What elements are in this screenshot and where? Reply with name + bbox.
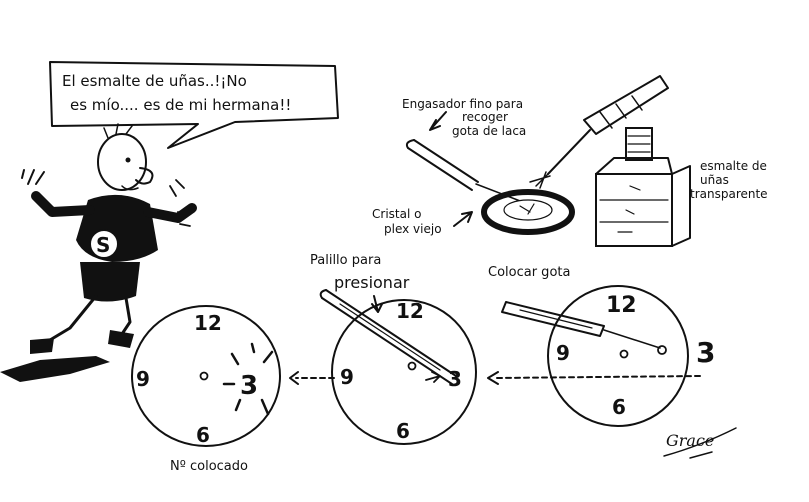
dial1-six: 6 xyxy=(196,423,210,447)
dial-colocar-gota: 12 9 6 xyxy=(547,285,689,427)
running-man: S xyxy=(0,123,197,382)
label-colocar-gota: Colocar gota xyxy=(488,265,570,280)
nail-polish-brush xyxy=(529,75,669,189)
glass-plate xyxy=(481,189,575,235)
arrow-cristal xyxy=(453,211,473,227)
label-palillo-1: Palillo para xyxy=(310,253,381,268)
man-shorts xyxy=(80,262,140,302)
toothpick xyxy=(319,289,457,385)
label-engarzador-2: recoger xyxy=(462,110,508,124)
speech-bubble: El esmalte de uñas..!¡No es mío.... es d… xyxy=(49,61,339,149)
label-engarzador-1: Engasador fino para xyxy=(402,97,523,111)
esmalte-label: esmalte de uñas transparente xyxy=(690,159,768,201)
man-hair xyxy=(103,123,133,139)
dial2-three: 3 xyxy=(448,367,462,391)
arrow-palillo xyxy=(371,295,383,313)
dial-presionar: 12 9 6 3 xyxy=(331,299,477,445)
engarzador-label: Engasador fino para recoger gota de laca xyxy=(402,97,526,138)
man-head xyxy=(97,133,147,191)
dial1-twelve: 12 xyxy=(194,311,222,335)
dial3-nine: 9 xyxy=(556,341,570,365)
nail-polish-bottle xyxy=(595,127,691,247)
man-nose xyxy=(135,167,154,185)
label-engarzador-3: gota de laca xyxy=(452,124,526,138)
label-colocado: Nº colocado xyxy=(170,459,248,474)
dial2-twelve: 12 xyxy=(396,299,424,323)
dial1-nine: 9 xyxy=(136,367,150,391)
ground-shadow xyxy=(0,356,110,382)
speech-line-1: El esmalte de uñas..!¡No xyxy=(62,72,247,90)
shirt-letter: S xyxy=(96,233,110,257)
man-left-arm xyxy=(31,191,95,217)
man-shirt xyxy=(76,194,158,262)
signature-text: Grace xyxy=(666,431,714,450)
dial-colocado: 12 9 6 3 xyxy=(131,305,281,447)
dial3-twelve: 12 xyxy=(606,293,637,318)
label-esmalte-1: esmalte de xyxy=(700,159,767,173)
dial2-nine: 9 xyxy=(340,365,354,389)
arrow-engarzador xyxy=(429,111,447,131)
label-cristal-2: plex viejo xyxy=(384,222,442,236)
cristal-label: Cristal o plex viejo xyxy=(372,207,442,236)
label-esmalte-3: transparente xyxy=(690,187,768,201)
speech-line-2: es mío.... es de mi hermana!! xyxy=(70,96,291,114)
label-palillo-2: presionar xyxy=(334,273,410,292)
dial2-six: 6 xyxy=(396,419,410,443)
shirt-emblem xyxy=(89,229,119,259)
palillo-label: Palillo para presionar xyxy=(310,253,410,292)
dial3-six: 6 xyxy=(612,395,626,419)
man-right-arm xyxy=(143,203,197,223)
detached-three: 3 xyxy=(696,336,715,369)
label-esmalte-2: uñas xyxy=(700,173,729,187)
label-cristal-1: Cristal o xyxy=(372,207,421,221)
pick-tool-drop xyxy=(501,301,667,355)
arrow-to-dial2 xyxy=(495,375,701,379)
artist-signature: Grace xyxy=(663,427,737,459)
dial1-three: 3 xyxy=(240,371,258,401)
